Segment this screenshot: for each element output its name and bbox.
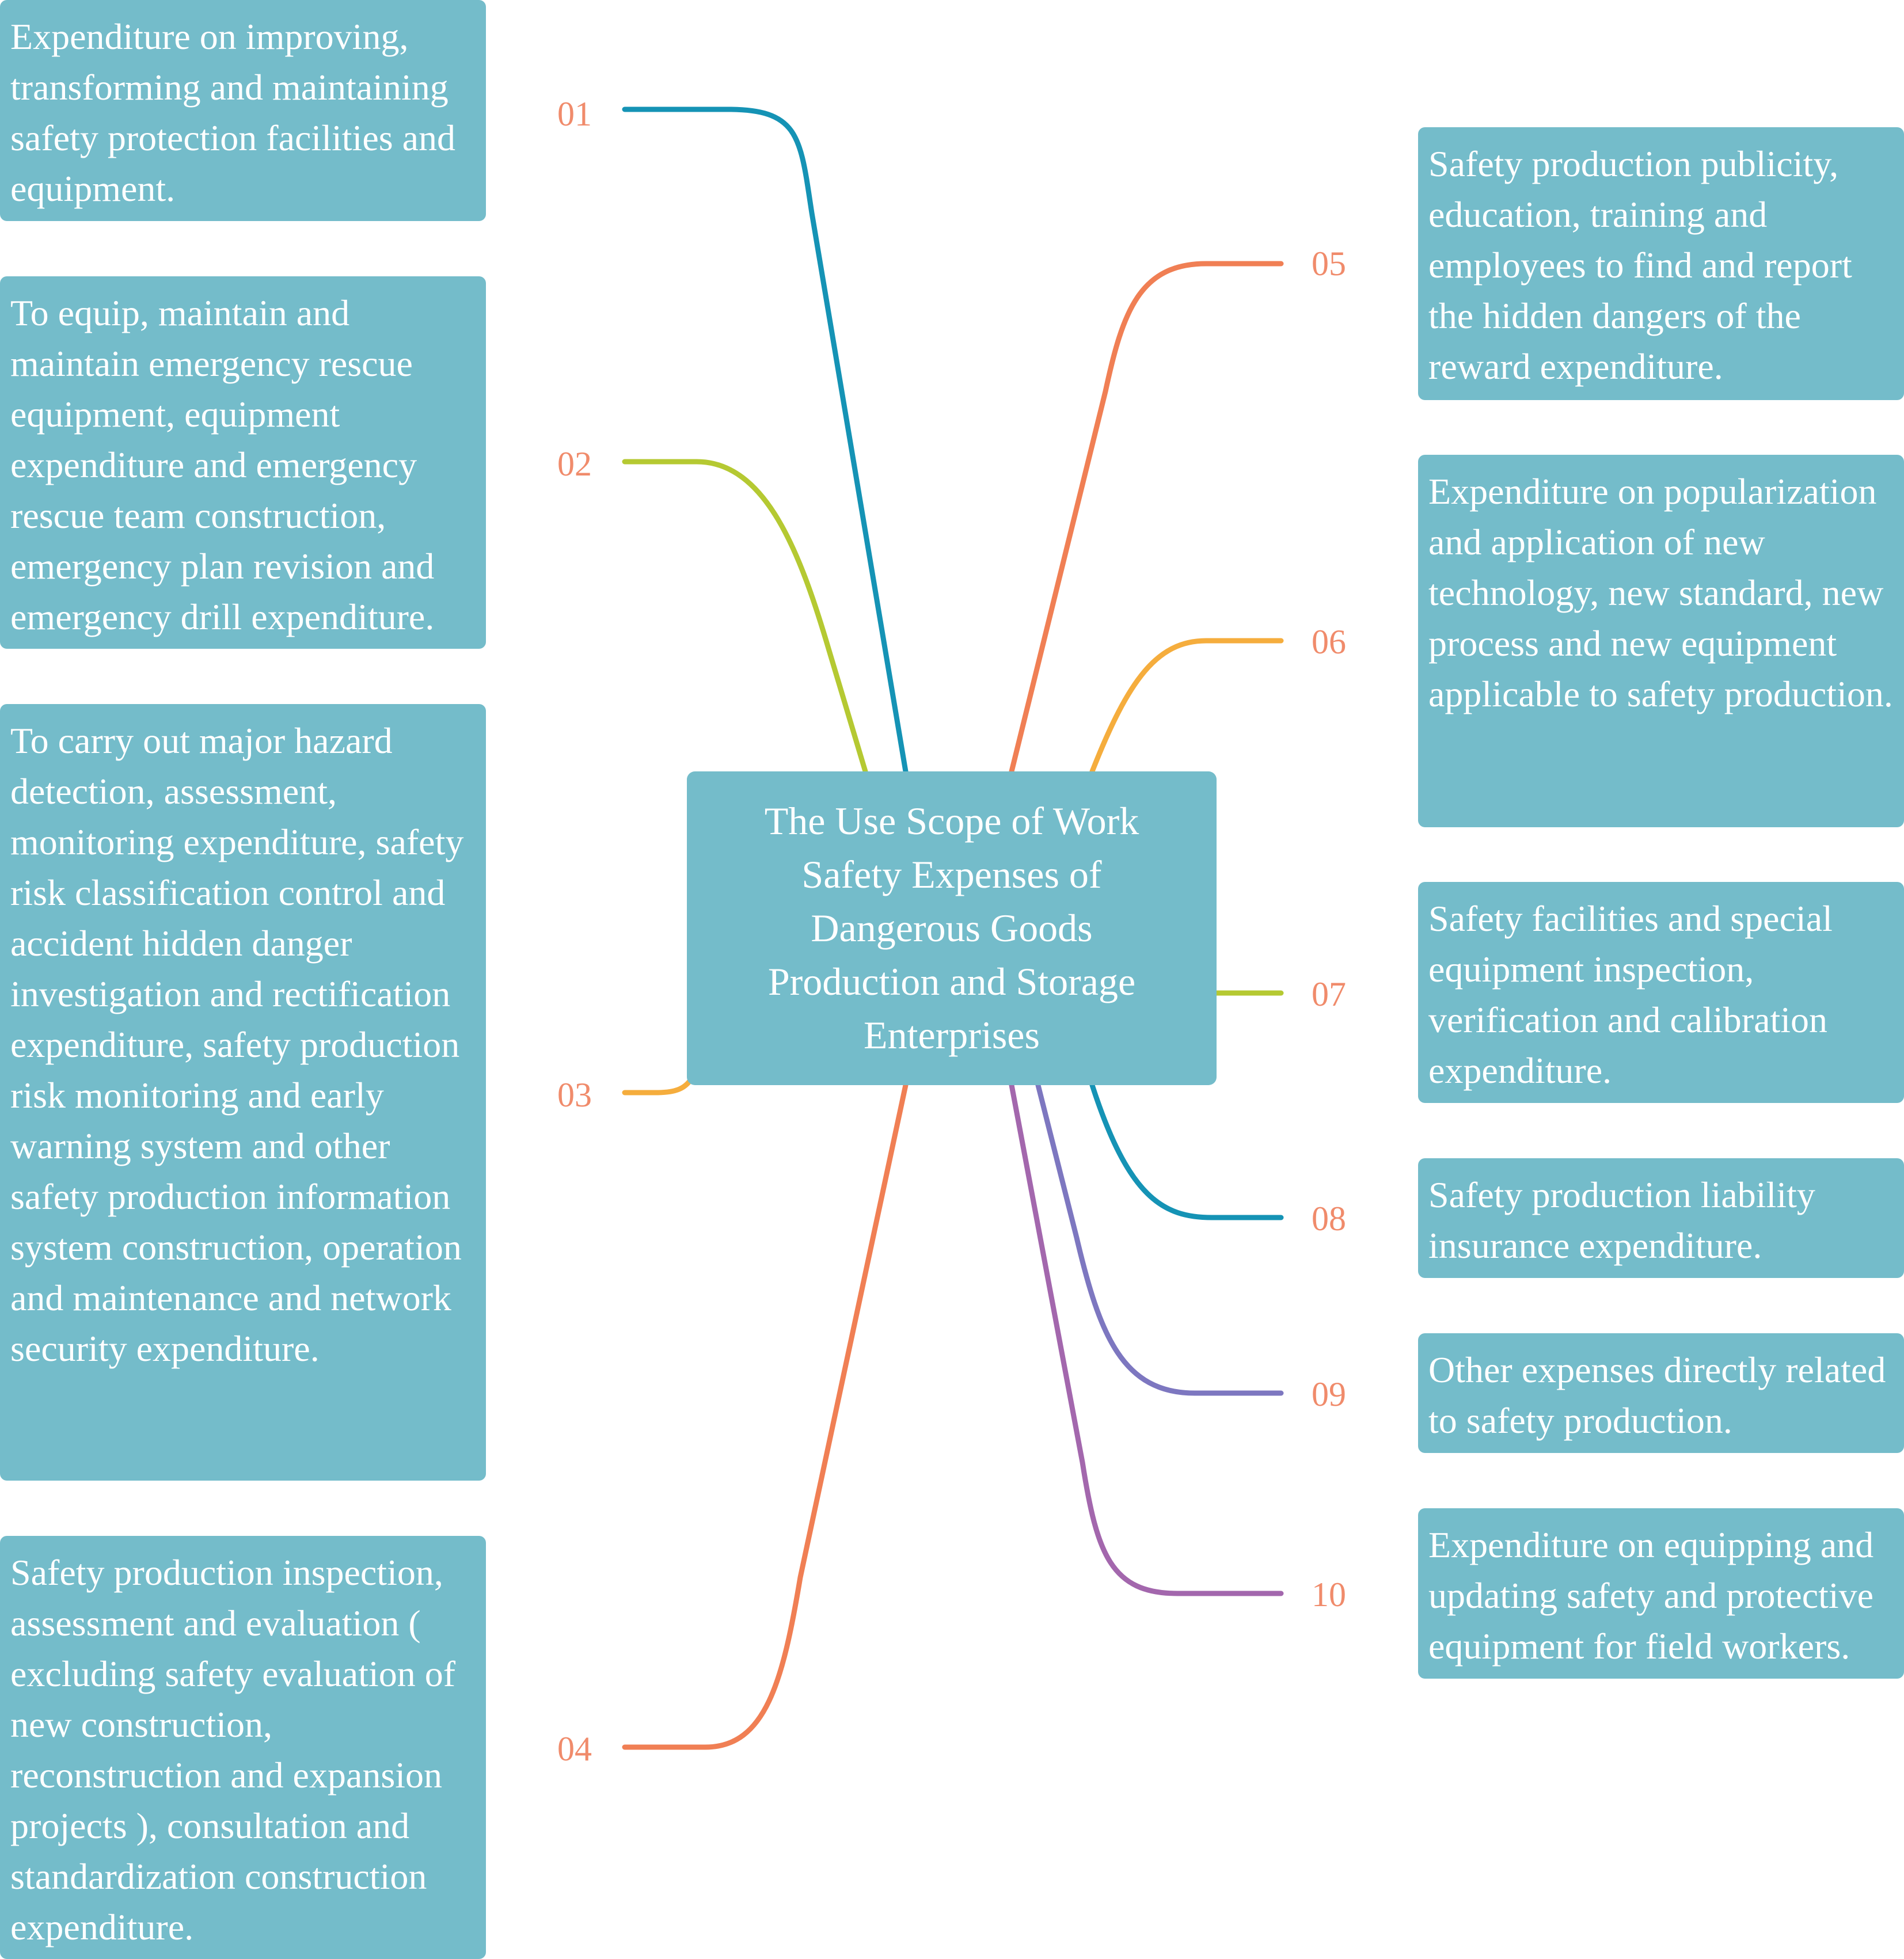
connector-03 xyxy=(622,1077,694,1095)
connector-09 xyxy=(1035,1082,1284,1396)
branch-number-06: 06 xyxy=(1312,623,1346,661)
branch-box-08: Safety production liability insurance ex… xyxy=(1418,1158,1904,1278)
connector-02 xyxy=(622,459,868,774)
branch-box-01: Expenditure on improving, transforming a… xyxy=(0,0,486,221)
connector-10 xyxy=(1009,1082,1284,1596)
branch-number-05: 05 xyxy=(1312,245,1346,283)
central-topic-title: The Use Scope of Work Safety Expenses of… xyxy=(764,799,1139,1057)
branch-number-01: 01 xyxy=(557,95,592,133)
central-topic: The Use Scope of Work Safety Expenses of… xyxy=(687,771,1217,1085)
branch-box-03: To carry out major hazard detection, ass… xyxy=(0,704,486,1481)
branch-box-04: Safety production inspection, assessment… xyxy=(0,1536,486,1959)
connector-04 xyxy=(622,1082,909,1750)
branch-box-09: Other expenses directly related to safet… xyxy=(1418,1333,1904,1453)
branch-box-02: To equip, maintain and maintain emergenc… xyxy=(0,276,486,649)
branch-number-02: 02 xyxy=(557,445,592,483)
branch-number-10: 10 xyxy=(1312,1576,1346,1614)
branch-number-07: 07 xyxy=(1312,975,1346,1013)
branch-box-06: Expenditure on popularization and applic… xyxy=(1418,455,1904,827)
connector-01 xyxy=(622,106,909,774)
branch-box-10: Expenditure on equipping and updating sa… xyxy=(1418,1508,1904,1679)
branch-number-09: 09 xyxy=(1312,1375,1346,1413)
connector-08 xyxy=(1089,1082,1284,1220)
branch-box-05: Safety production publicity, education, … xyxy=(1418,127,1904,400)
branch-number-03: 03 xyxy=(557,1076,592,1114)
connector-06 xyxy=(1089,638,1284,774)
branch-number-04: 04 xyxy=(557,1730,592,1768)
branch-box-07: Safety facilities and special equipment … xyxy=(1418,882,1904,1103)
branch-number-08: 08 xyxy=(1312,1200,1346,1238)
connector-05 xyxy=(1009,261,1284,774)
